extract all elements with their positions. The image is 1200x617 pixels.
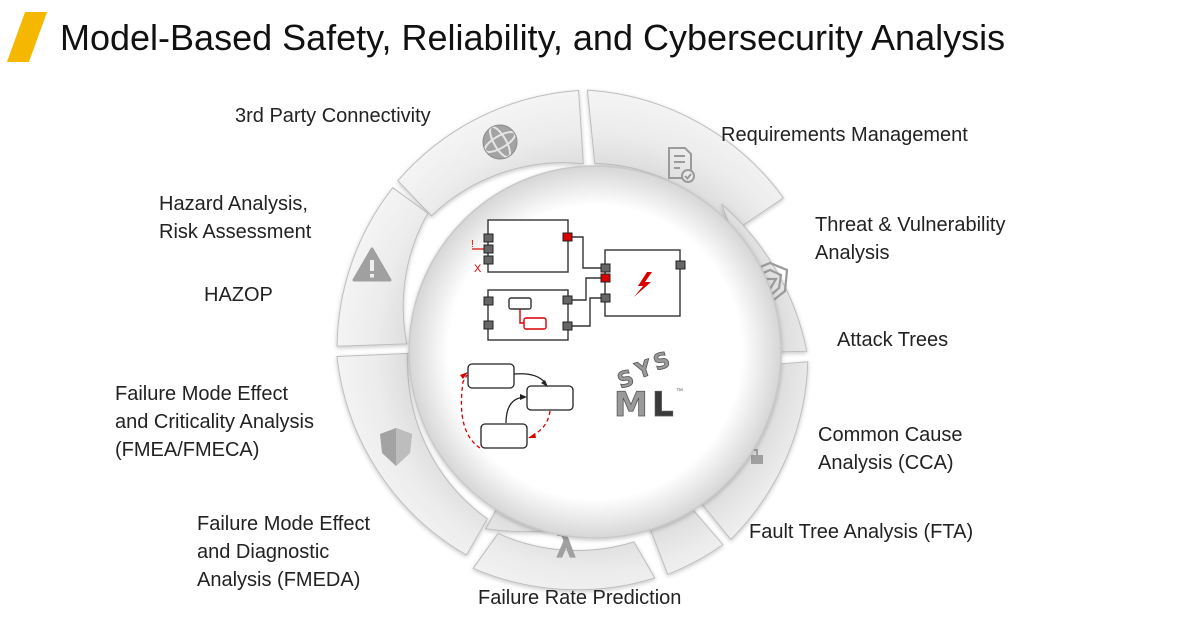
block-e <box>523 317 547 330</box>
connector-3 <box>572 297 601 327</box>
label-hazop: HAZOP <box>204 284 273 306</box>
svg-text:S: S <box>650 348 673 377</box>
label-fmeda: Failure Mode Effect and Diagnostic Analy… <box>197 513 371 591</box>
lightning-icon <box>634 272 652 297</box>
center-disk <box>408 165 782 539</box>
ports <box>483 232 686 331</box>
svg-text:M: M <box>614 385 648 425</box>
port-marker-exclaim: ! <box>471 239 474 250</box>
svg-text:S: S <box>614 366 637 395</box>
block-d <box>508 297 532 310</box>
arrowheads <box>460 372 548 438</box>
label-fault-tree: Fault Tree Analysis (FTA) <box>749 521 974 543</box>
svg-text:L: L <box>652 385 674 425</box>
segment-fmea[interactable] <box>336 352 488 556</box>
state-1 <box>467 363 515 389</box>
connector-2 <box>572 277 601 301</box>
port-marker-x: X <box>474 263 482 275</box>
block-a <box>487 219 569 273</box>
shield-icon <box>380 428 412 466</box>
state-machine <box>460 363 574 449</box>
inner-link <box>519 309 524 324</box>
label-failure-rate: Failure Rate Prediction <box>478 587 682 609</box>
document-check-icon <box>668 147 695 183</box>
segment-requirements[interactable] <box>586 89 785 232</box>
label-attack-trees: Attack Trees <box>837 329 949 351</box>
label-hazard: Hazard Analysis, Risk Assessment <box>159 193 312 243</box>
transition-fault-1 <box>460 374 481 449</box>
sysml-logo: S Y S M L <box>614 347 674 425</box>
state-3 <box>480 423 528 449</box>
label-common-cause: Common Cause Analysis (CCA) <box>818 424 963 474</box>
globe-icon <box>482 124 518 160</box>
label-third-party: 3rd Party Connectivity <box>235 105 431 127</box>
page-title: Model-Based Safety, Reliability, and Cyb… <box>60 17 1006 58</box>
state-2 <box>526 385 574 411</box>
segment-fmeda[interactable] <box>472 532 656 591</box>
label-fmea: Failure Mode Effect and Criticality Anal… <box>115 383 314 461</box>
block-diagram <box>472 219 681 341</box>
connector-1 <box>572 236 601 269</box>
label-requirements: Requirements Management <box>721 124 968 146</box>
warning-triangle-icon <box>352 247 392 282</box>
label-threat: Threat & Vulnerability Analysis <box>815 214 1006 264</box>
sysml-trademark: ™ <box>676 388 683 395</box>
